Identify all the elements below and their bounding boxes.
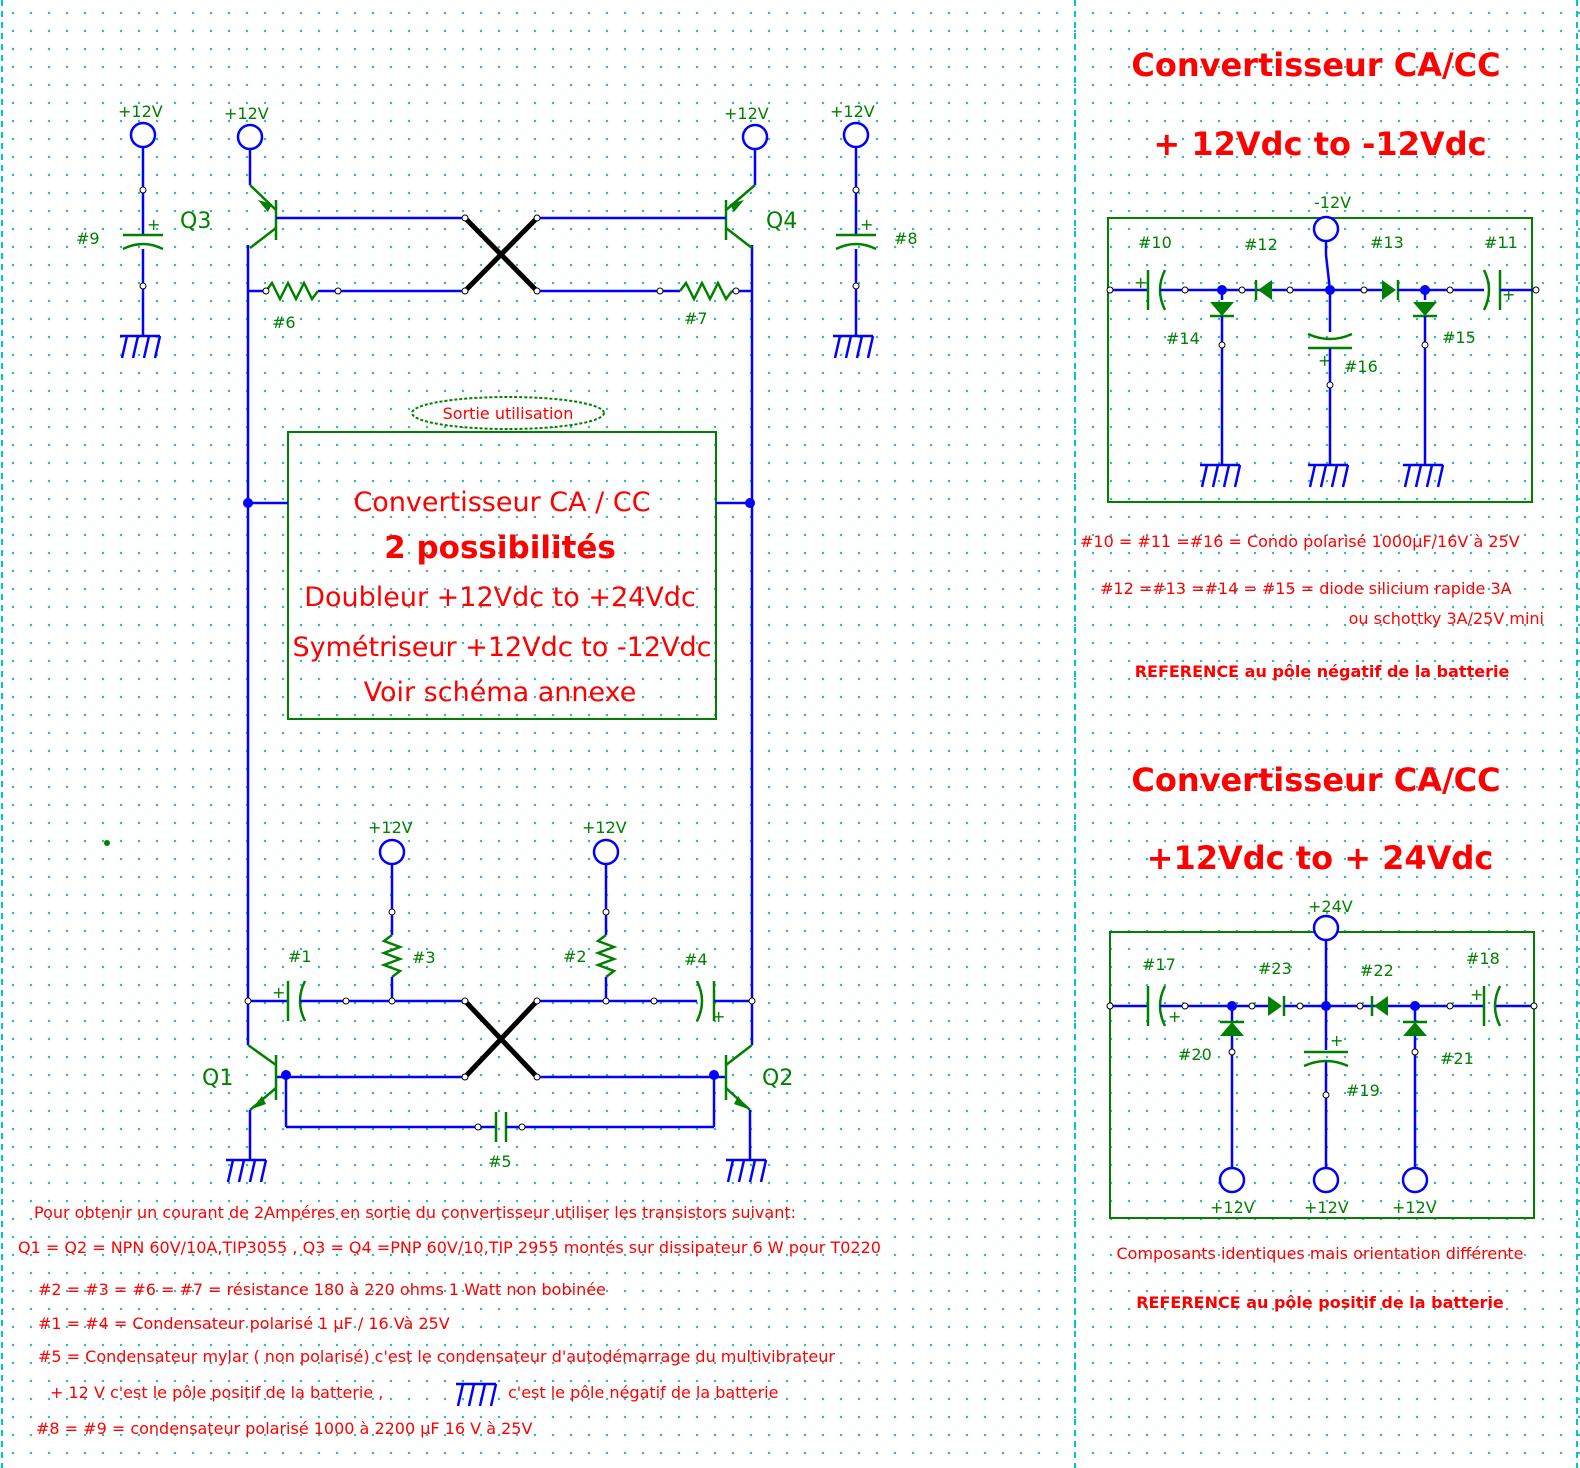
component-label-r3: #3 (412, 948, 436, 967)
box-line-1: Convertisseur CA / CC (353, 487, 650, 518)
note-line: #2 = #3 = #6 = #7 = résistance 180 à 220… (38, 1280, 606, 1299)
note-line: Pour obtenir un courant de 2Ampéres en s… (34, 1203, 796, 1222)
terminal-label: +12V (1304, 1198, 1349, 1217)
component-label-r7: #7 (684, 309, 708, 328)
supply-terminal-icon (842, 121, 870, 149)
svg-text:+: + (860, 215, 873, 234)
component-label: #15 (1442, 328, 1476, 347)
component-label: #21 (1440, 1049, 1474, 1068)
component-label: #20 (1178, 1045, 1212, 1064)
svg-text:+: + (712, 1007, 725, 1026)
box-line-2: 2 possibilités (384, 530, 616, 566)
component-label-r2: #2 (563, 947, 587, 966)
ground-icon (454, 1382, 498, 1408)
supply-label: +12V (582, 818, 627, 837)
supply-terminal-icon (1401, 1166, 1429, 1194)
positive-reference: REFERENCE au pôle positif de la batterie (1136, 1293, 1504, 1312)
supply-terminal-icon (741, 123, 769, 151)
supply-terminal-icon (1218, 1166, 1246, 1194)
terminal-label: +24V (1308, 897, 1353, 916)
svg-text:+: + (1330, 1031, 1343, 1050)
notes: Pour obtenir un courant de 2Ampéres en s… (18, 1203, 881, 1438)
component-label-c4: #4 (684, 950, 708, 969)
note-line: Q1 = Q2 = NPN 60V/10A,TIP3055 , Q3 = Q4 … (18, 1238, 881, 1257)
negative-converter-title: Convertisseur CA/CC (1131, 46, 1500, 84)
negative-note-3: ou schottky 3A/25V mini (1349, 609, 1544, 628)
transistor-q3-icon (249, 184, 278, 249)
positive-converter: Convertisseur CA/CC +12Vdc to + 24Vdc + … (1106, 761, 1538, 1312)
svg-text:+: + (147, 215, 160, 234)
positive-converter-title: Convertisseur CA/CC (1131, 761, 1500, 799)
supply-label: +12V (724, 104, 769, 123)
positive-converter-subtitle: +12Vdc to + 24Vdc (1147, 839, 1494, 877)
component-label: #11 (1484, 233, 1518, 252)
negative-converter: Convertisseur CA/CC + 12Vdc to -12Vdc + … (1080, 46, 1544, 681)
supply-label: +12V (368, 818, 413, 837)
supply-label: +12V (224, 104, 269, 123)
component-label-c8: #8 (894, 229, 918, 248)
note-line: #5 = Condensateur mylar ( non polarisé) … (38, 1347, 835, 1366)
negative-note-2: #12 =#13 =#14 = #15 = diode silicium rap… (1100, 579, 1512, 598)
supply-terminal-icon (236, 123, 264, 151)
svg-text:+: + (272, 983, 285, 1002)
negative-reference: REFERENCE au pôle négatif de la batterie (1135, 662, 1510, 681)
box-line-3: Doubleur +12Vdc to +24Vdc (304, 582, 696, 613)
component-label: #18 (1466, 949, 1500, 968)
output-box (287, 431, 717, 720)
component-label-c9: #9 (76, 229, 100, 248)
supply-terminal-icon (592, 838, 620, 866)
svg-text:+: + (1134, 273, 1147, 292)
note-line: #1 = #4 = Condensateur polarisé 1 µF / 1… (38, 1314, 450, 1333)
main-circuit: + + + + (76, 102, 918, 1184)
output-label-ellipse (411, 396, 605, 430)
terminal-label: -12V (1314, 193, 1351, 212)
negative-note-1: #10 = #11 =#16 = Condo polarisé 1000µF/1… (1080, 532, 1520, 551)
note-line: c'est le pôle négatif de la batterie (508, 1383, 778, 1402)
transistor-q2-icon (724, 1044, 753, 1111)
negative-converter-subtitle: + 12Vdc to -12Vdc (1153, 125, 1486, 163)
component-label-c5: #5 (488, 1152, 512, 1171)
supply-terminal-icon (129, 121, 157, 149)
component-label-c1: #1 (288, 947, 312, 966)
supply-label: +12V (118, 102, 163, 121)
supply-label: +12V (830, 102, 875, 121)
terminal-label: +12V (1392, 1198, 1437, 1217)
component-label: #12 (1244, 235, 1278, 254)
component-label: #10 (1138, 233, 1172, 252)
transistor-label-q4: Q4 (766, 209, 797, 234)
component-label: #23 (1258, 959, 1292, 978)
svg-text:+: + (1470, 985, 1483, 1004)
note-line: + 12 V c'est le pôle positif de la batte… (50, 1383, 383, 1402)
terminal-label: +12V (1210, 1198, 1255, 1217)
component-label-r6: #6 (272, 313, 296, 332)
component-label: #14 (1166, 329, 1200, 348)
positive-note-1: Composants identiques mais orientation d… (1117, 1244, 1524, 1263)
transistor-label-q2: Q2 (762, 1066, 793, 1091)
component-label: #22 (1360, 961, 1394, 980)
svg-text:+: + (1502, 285, 1515, 304)
box-line-4: Symétriseur +12Vdc to -12Vdc (293, 632, 712, 663)
note-line: #8 = #9 = condensateur polarisé 1000 à 2… (36, 1419, 532, 1438)
component-label: #13 (1370, 233, 1404, 252)
supply-terminal-icon (1312, 914, 1340, 942)
component-label: #16 (1344, 357, 1378, 376)
component-label: #17 (1142, 955, 1176, 974)
transistor-label-q1: Q1 (202, 1066, 233, 1091)
supply-terminal-icon (1312, 1166, 1340, 1194)
box-line-5: Voir schéma annexe (364, 677, 637, 708)
component-label: #19 (1346, 1081, 1380, 1100)
transistor-q4-icon (724, 184, 756, 249)
output-label: Sortie utilisation (443, 404, 574, 423)
transistor-label-q3: Q3 (180, 209, 211, 234)
svg-text:+: + (1318, 351, 1331, 370)
supply-terminal-icon (378, 838, 406, 866)
transistor-q1-icon (247, 1043, 278, 1111)
svg-text:+: + (1168, 1007, 1181, 1026)
supply-terminal-icon (1312, 215, 1340, 243)
